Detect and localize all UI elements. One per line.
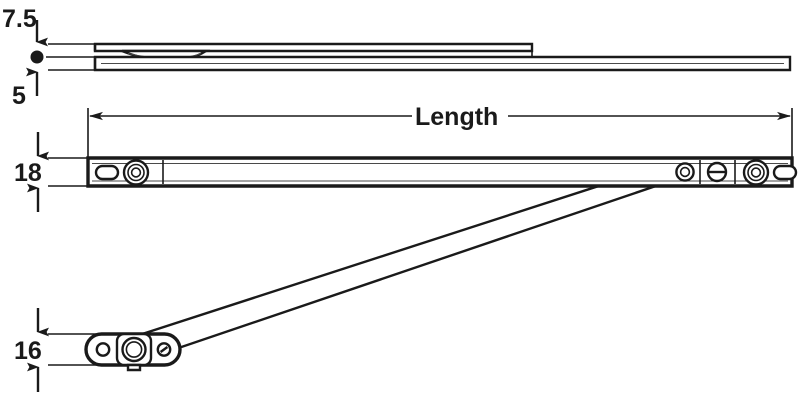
dimension-label-length: Length: [415, 103, 498, 131]
left-screw-inner: [130, 167, 142, 178]
main-channel-bar: [86, 156, 794, 188]
dimension-label-5: 5: [12, 82, 26, 110]
length-dimension-group: Length: [87, 103, 793, 158]
left-oval-slot: [94, 164, 120, 181]
diagonal-arm-group: [134, 158, 700, 359]
dimension-16-group: 16: [14, 308, 100, 392]
bracket-left-hole: [95, 342, 111, 357]
dimension-label-18: 18: [14, 159, 42, 187]
right-screw-inner: [750, 167, 762, 178]
arm-pivot-screw-inner: [679, 166, 691, 178]
origin-dot-marker: [30, 50, 44, 64]
diagonal-arm: [134, 158, 700, 359]
dimension-label-16: 16: [14, 337, 42, 365]
bottom-bracket-group: [84, 332, 182, 372]
main-channel-bar-group: [86, 156, 798, 188]
top-profile-view: [26, 20, 792, 96]
bracket-pivot-inner: [125, 341, 143, 358]
bracket-pivot-tab: [126, 363, 142, 372]
right-oval-slot: [772, 164, 798, 181]
bracket-right-hole-slot: [159, 346, 169, 353]
dimension-label-7point5: 7.5: [2, 5, 37, 33]
